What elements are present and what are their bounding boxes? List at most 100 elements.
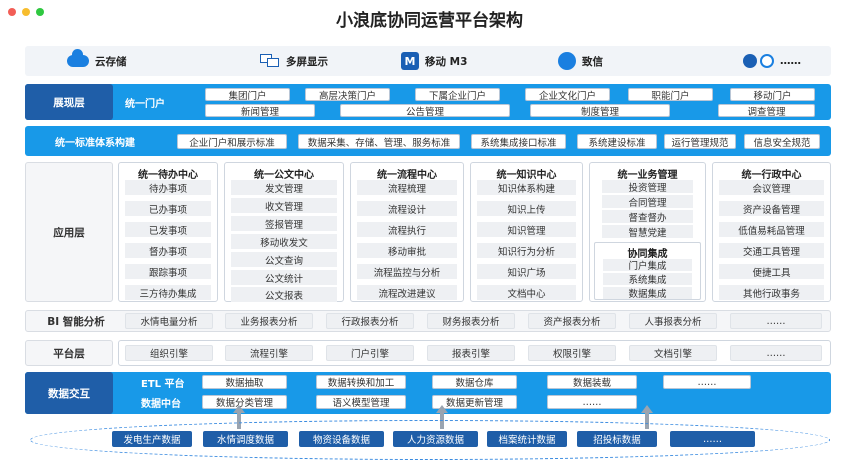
bi-item[interactable]: 资产报表分析 xyxy=(528,313,616,329)
standard-item[interactable]: 系统集成接口标准 xyxy=(471,134,566,149)
app-center-knowledge: 统一知识中心 知识体系构建 知识上传 知识管理 知识行为分析 知识广场 文档中心 xyxy=(470,162,583,302)
app-item[interactable]: 知识管理 xyxy=(477,222,576,237)
app-item[interactable]: 知识上传 xyxy=(477,201,576,216)
portal-item[interactable]: 企业文化门户 xyxy=(525,88,610,102)
app-item[interactable]: 待办事项 xyxy=(125,180,211,195)
app-item[interactable]: 已办事项 xyxy=(125,201,211,216)
app-item[interactable]: 公文查询 xyxy=(231,252,337,267)
standard-item[interactable]: 企业门户和展示标准 xyxy=(177,134,287,149)
app-item[interactable]: 移动审批 xyxy=(357,243,457,258)
integration-title: 协同集成 xyxy=(627,249,668,260)
service-zhixin[interactable]: 致信 xyxy=(558,46,603,76)
minimize-dot[interactable] xyxy=(22,8,30,16)
standard-item[interactable]: 运行管理规范 xyxy=(664,134,736,149)
middle-item-more[interactable]: …… xyxy=(547,395,637,409)
data-source-item[interactable]: 发电生产数据 xyxy=(112,431,192,447)
app-item[interactable]: 督查督办 xyxy=(602,210,693,224)
app-item[interactable]: 收文管理 xyxy=(231,198,337,213)
portal-item[interactable]: 职能门户 xyxy=(628,88,713,102)
app-center-admin: 统一行政中心 会议管理 资产设备管理 低值易耗品管理 交通工具管理 便捷工具 其… xyxy=(712,162,831,302)
app-item[interactable]: 知识广场 xyxy=(477,264,576,279)
bi-item[interactable]: 人事报表分析 xyxy=(629,313,717,329)
service-more[interactable]: …… xyxy=(743,46,801,76)
standard-item[interactable]: 数据采集、存储、管理、服务标准 xyxy=(298,134,460,149)
etl-item[interactable]: 数据转换和加工 xyxy=(316,375,406,389)
platform-item[interactable]: 流程引擎 xyxy=(225,345,313,361)
portal-item[interactable]: 制度管理 xyxy=(530,104,670,118)
data-source-item[interactable]: 档案统计数据 xyxy=(487,431,567,447)
platform-item[interactable]: 文档引擎 xyxy=(629,345,717,361)
service-label: 云存储 xyxy=(95,55,127,68)
platform-item[interactable]: 门户引擎 xyxy=(326,345,414,361)
middle-item[interactable]: 语义模型管理 xyxy=(316,395,406,409)
app-item[interactable]: 签报管理 xyxy=(231,216,337,231)
app-item[interactable]: 知识行为分析 xyxy=(477,243,576,258)
etl-item[interactable]: 数据抽取 xyxy=(202,375,287,389)
up-arrow-icon xyxy=(233,405,245,429)
app-item[interactable]: 流程执行 xyxy=(357,222,457,237)
etl-item[interactable]: 数据仓库 xyxy=(432,375,517,389)
app-item[interactable]: 低值易耗品管理 xyxy=(719,222,824,237)
close-dot[interactable] xyxy=(8,8,16,16)
app-item[interactable]: 会议管理 xyxy=(719,180,824,195)
bi-item[interactable]: 业务报表分析 xyxy=(225,313,313,329)
app-item[interactable]: 督办事项 xyxy=(125,243,211,258)
data-source-item[interactable]: 招投标数据 xyxy=(577,431,657,447)
maximize-dot[interactable] xyxy=(36,8,44,16)
platform-item[interactable]: 组织引擎 xyxy=(125,345,213,361)
app-item[interactable]: 其他行政事务 xyxy=(719,285,824,300)
bi-item-more[interactable]: …… xyxy=(730,313,822,329)
data-source-item[interactable]: 物资设备数据 xyxy=(299,431,384,447)
app-item[interactable]: 跟踪事项 xyxy=(125,264,211,279)
app-item[interactable]: 资产设备管理 xyxy=(719,201,824,216)
app-item[interactable]: 公文统计 xyxy=(231,270,337,285)
layer-label-application: 应用层 xyxy=(25,162,113,302)
service-mobile-m3[interactable]: M 移动 M3 xyxy=(401,46,467,76)
app-item[interactable]: 移动收发文 xyxy=(231,234,337,249)
app-item[interactable]: 交通工具管理 xyxy=(719,243,824,258)
bi-item[interactable]: 财务报表分析 xyxy=(427,313,515,329)
middle-item[interactable]: 数据更新管理 xyxy=(432,395,517,409)
portal-item[interactable]: 移动门户 xyxy=(730,88,815,102)
app-item[interactable]: 已发事项 xyxy=(125,222,211,237)
app-item[interactable]: 合同管理 xyxy=(602,195,693,209)
portal-item[interactable]: 公告管理 xyxy=(340,104,510,118)
app-item[interactable]: 文档中心 xyxy=(477,285,576,300)
bi-item[interactable]: 水情电量分析 xyxy=(125,313,213,329)
service-multi-screen[interactable]: 多屏显示 xyxy=(260,46,328,76)
portal-item[interactable]: 高层决策门户 xyxy=(305,88,390,102)
app-item[interactable]: 流程设计 xyxy=(357,201,457,216)
app-item[interactable]: 流程监控与分析 xyxy=(357,264,457,279)
platform-item[interactable]: 权限引擎 xyxy=(528,345,616,361)
app-item[interactable]: 知识体系构建 xyxy=(477,180,576,195)
data-source-item-more[interactable]: …… xyxy=(670,431,755,447)
service-cloud-storage[interactable]: 云存储 xyxy=(67,46,127,76)
standard-item[interactable]: 信息安全规范 xyxy=(744,134,820,149)
page-title: 小浪底协同运营平台架构 xyxy=(336,11,523,31)
etl-item-more[interactable]: …… xyxy=(663,375,751,389)
app-item[interactable]: 便捷工具 xyxy=(719,264,824,279)
data-source-item[interactable]: 人力资源数据 xyxy=(393,431,478,447)
app-item[interactable]: 流程改进建议 xyxy=(357,285,457,300)
service-bar: 云存储 多屏显示 M 移动 M3 致信 …… xyxy=(25,46,831,76)
platform-item-more[interactable]: …… xyxy=(730,345,822,361)
portal-item[interactable]: 新闻管理 xyxy=(205,104,315,118)
standard-item[interactable]: 系统建设标准 xyxy=(577,134,657,149)
app-item[interactable]: 流程梳理 xyxy=(357,180,457,195)
portal-item[interactable]: 集团门户 xyxy=(205,88,290,102)
app-item[interactable]: 公文报表 xyxy=(231,287,337,302)
app-item[interactable]: 智慧党建 xyxy=(602,225,693,239)
portal-item[interactable]: 调查管理 xyxy=(718,104,815,118)
bi-item[interactable]: 行政报表分析 xyxy=(326,313,414,329)
app-item[interactable]: 三方待办集成 xyxy=(125,285,211,300)
platform-item[interactable]: 报表引擎 xyxy=(427,345,515,361)
app-item[interactable]: 数据集成 xyxy=(603,287,692,300)
app-item[interactable]: 门户集成 xyxy=(603,259,692,272)
app-item[interactable]: 系统集成 xyxy=(603,273,692,286)
data-source-item[interactable]: 水情调度数据 xyxy=(203,431,288,447)
app-center-title: 统一待办中心 xyxy=(138,170,198,181)
portal-item[interactable]: 下属企业门户 xyxy=(415,88,500,102)
app-item[interactable]: 投资管理 xyxy=(602,180,693,194)
app-item[interactable]: 发文管理 xyxy=(231,180,337,195)
etl-item[interactable]: 数据装载 xyxy=(547,375,637,389)
